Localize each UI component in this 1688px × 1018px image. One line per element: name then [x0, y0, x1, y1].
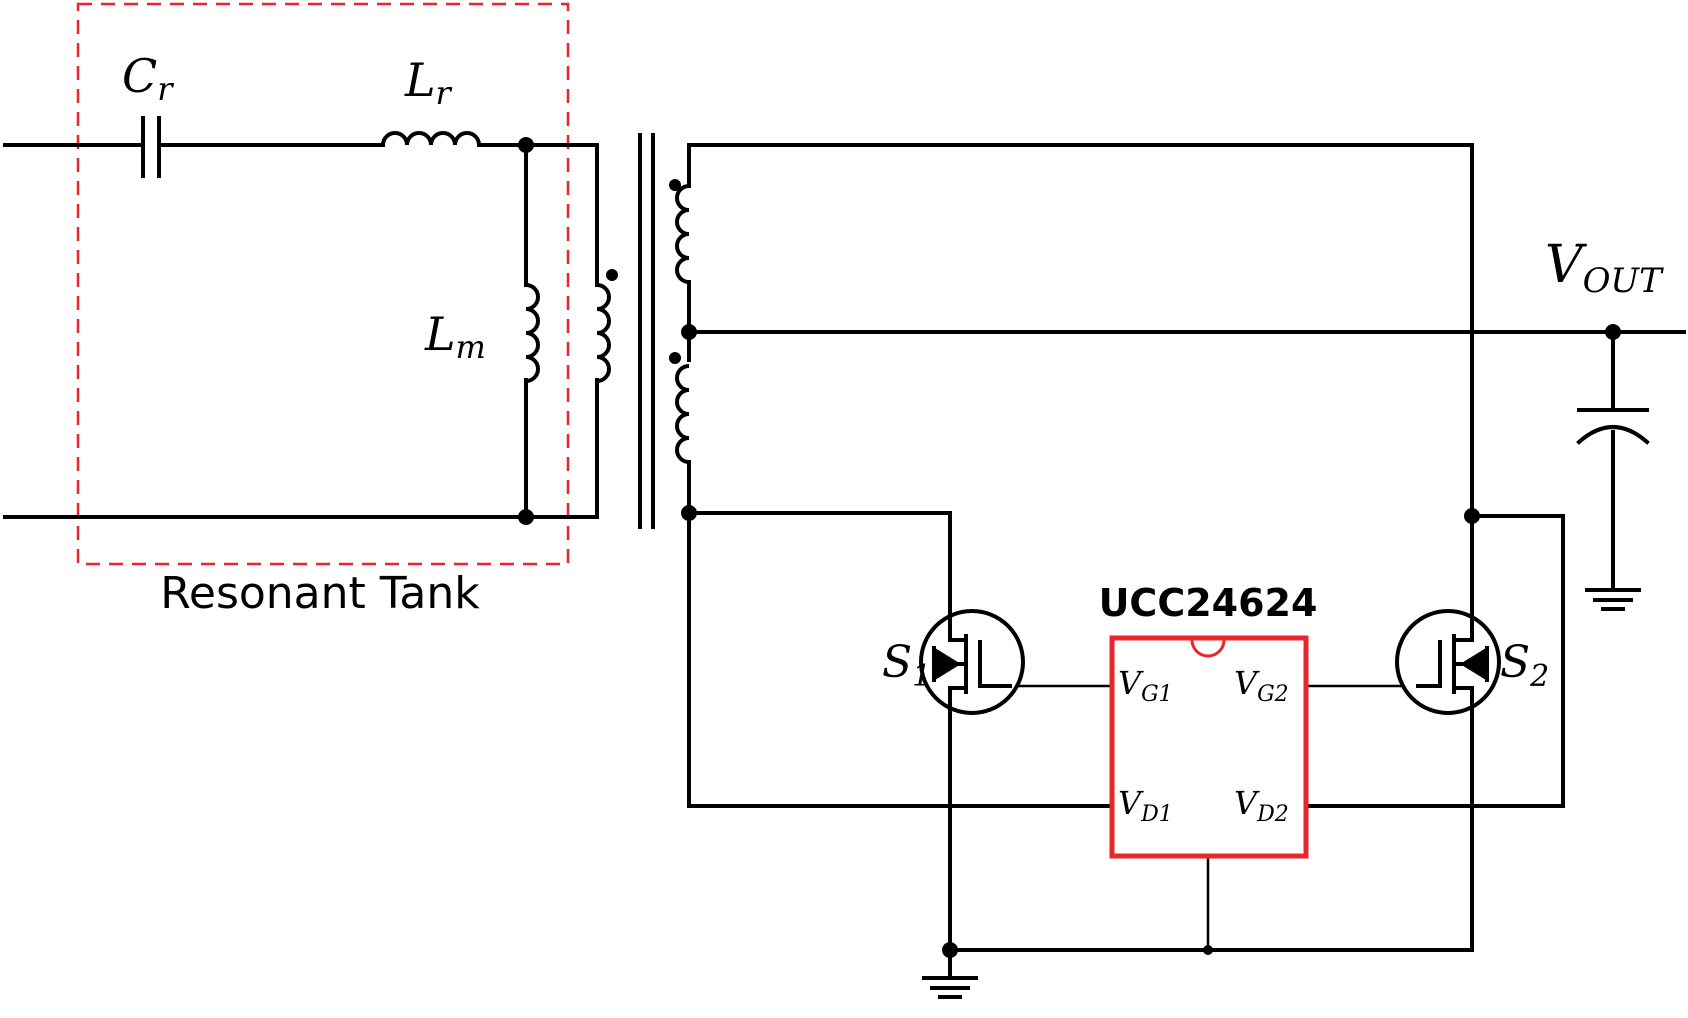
- ic-title: UCC24624: [1099, 581, 1318, 625]
- transformer-core: [638, 133, 655, 529]
- pin-label-vd2: VD2: [1234, 784, 1289, 827]
- transformer-primary-winding: [596, 283, 611, 383]
- junction-dot: [518, 137, 534, 153]
- secondary-wires: [687, 143, 1686, 980]
- label-vout: VOUT: [1545, 235, 1664, 301]
- transformer-secondary-winding-lower: [675, 364, 690, 464]
- resonant-tank-box: [76, 2, 570, 566]
- secondary-polarity-dot-lower: [669, 352, 681, 364]
- primary-polarity-dot: [606, 269, 618, 281]
- mosfet-s1: [919, 598, 1025, 730]
- ic-thin-wires: [1010, 684, 1418, 950]
- junction-dot: [942, 942, 958, 958]
- ground-symbol-main: [922, 976, 978, 999]
- label-lm: Lm: [424, 307, 486, 366]
- capacitor-cr: [141, 116, 161, 178]
- junction-dot: [1203, 945, 1213, 955]
- resonant-tank-label: Resonant Tank: [160, 568, 480, 619]
- label-cr: Cr: [122, 49, 174, 108]
- junction-dot: [1605, 324, 1621, 340]
- junction-dot: [681, 505, 697, 521]
- label-s2: S2: [1500, 637, 1549, 694]
- ground-symbol-output: [1585, 588, 1641, 611]
- inductor-lr: [381, 131, 481, 146]
- junction-dot: [1464, 508, 1480, 524]
- primary-wires: [3, 143, 599, 519]
- output-capacitor: [1576, 408, 1650, 445]
- mosfet-s2: [1395, 598, 1501, 715]
- pin-label-vg1: VG1: [1118, 664, 1173, 707]
- label-lr: Lr: [404, 53, 453, 112]
- secondary-polarity-dot-upper: [669, 179, 681, 191]
- junction-dot: [518, 509, 534, 525]
- label-s1: S1: [882, 637, 931, 694]
- ic-ucc24624: [1109, 635, 1309, 859]
- transformer-secondary-winding-upper: [675, 184, 690, 284]
- ic-pin1-notch: [1190, 639, 1226, 658]
- pin-label-vg2: VG2: [1234, 664, 1289, 707]
- ic-body: [1109, 635, 1309, 859]
- inductor-lm: [525, 283, 540, 383]
- pin-label-vd1: VD1: [1118, 784, 1173, 827]
- junction-dot: [681, 324, 697, 340]
